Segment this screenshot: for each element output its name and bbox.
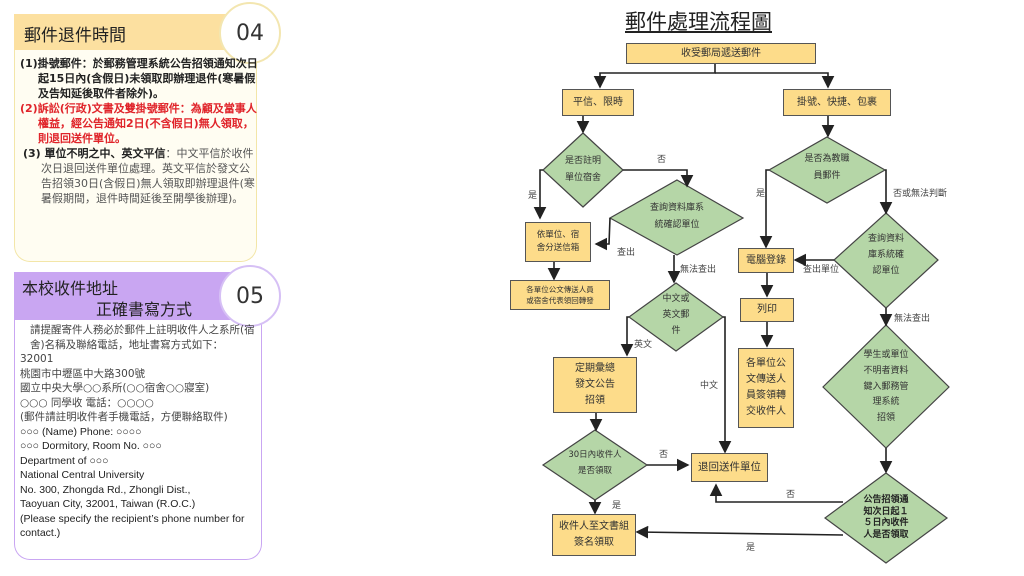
- address-line: 32001: [20, 353, 54, 365]
- rule-1-text: ：於郵務管理系統公告招領通知次日起15日內(含假日)未領取即辦理退件(寒暑假及告…: [38, 57, 258, 100]
- node-d-query1: 查詢資料庫系 統確認單位: [649, 203, 704, 231]
- rule-3: (3) 單位不明之中、英文平信：中文平信於收件次日退回送件單位處理。英文平信於發…: [23, 146, 260, 206]
- section-04-content: (1)掛號郵件：於郵務管理系統公告招領通知次日起15日內(含假日)未領取即辦理退…: [20, 56, 260, 206]
- diamond-staff: [767, 136, 887, 204]
- label-no-30days: 否: [659, 450, 669, 460]
- address-line: National Central University: [20, 469, 145, 481]
- section-04-body: [14, 50, 257, 262]
- label-no-15days: 否: [786, 490, 796, 500]
- node-sign-pickup: 收件人至文書組 簽名領取: [552, 514, 636, 556]
- diamond-15days: [823, 472, 949, 564]
- node-d-marked: 是否註明 單位宿舍: [564, 156, 601, 184]
- rule-3-text: ：中文平信於收件次日退回送件單位處理。英文平信於發文公告招領30日(含假日)無人…: [41, 147, 255, 205]
- label-found: 查出: [617, 248, 636, 258]
- section-04-header: 郵件退件時間: [14, 14, 252, 50]
- node-d-unknown: 學生或單位 不明者資料 鍵入郵務管 理系統 招領: [863, 350, 909, 423]
- label-chinese: 中文: [700, 381, 719, 391]
- rule-2-label: (2)訴訟(行政)文書及雙掛號郵件: [20, 102, 180, 115]
- address-line: No. 300, Zhongda Rd., Zhongli Dist.,: [20, 483, 191, 496]
- node-d-lang: 中文或 英文郵 件: [662, 294, 690, 336]
- address-line: 國立中央大學○○系所(○○宿舍○○寢室): [20, 382, 210, 394]
- address-intro: 請提醒寄件人務必於郵件上註明收件人之系所(宿舍)名稱及聯絡電話，地址書寫方式如下…: [30, 324, 255, 351]
- address-line: ○○○ 同學收 電話：○○○○: [20, 396, 154, 409]
- node-receive: 收受郵局遞送郵件: [626, 43, 816, 64]
- node-d-staff: 是否為教職 員郵件: [804, 154, 850, 182]
- address-line: ○○○ (Name) Phone: ○○○○: [20, 425, 142, 438]
- address-line: 桃園市中壢區中大路300號: [20, 367, 146, 380]
- node-ordinary: 平信、限時: [562, 89, 634, 116]
- rule-1: (1)掛號郵件：於郵務管理系統公告招領通知次日起15日內(含假日)未領取即辦理退…: [20, 56, 260, 101]
- label-no-or-unknown: 否或無法判斷: [893, 189, 948, 199]
- address-line: (郵件請註明收件者手機電話，方便聯絡取件): [20, 411, 228, 423]
- node-d-query2: 查詢資料 庫系統確 認單位: [867, 234, 904, 276]
- node-registered: 掛號、快捷、包裹: [783, 89, 891, 116]
- node-return: 退回送件單位: [691, 453, 768, 482]
- section-05-title-line2: 正確書寫方式: [96, 300, 193, 319]
- node-unit-forward: 各單位公 文傳送人 員簽領轉 交收件人: [738, 348, 794, 428]
- label-yes-30days: 是: [612, 501, 622, 511]
- node-computer-reg: 電腦登錄: [738, 248, 794, 273]
- section-05-content: 請提醒寄件人務必於郵件上註明收件人之系所(宿舍)名稱及聯絡電話，地址書寫方式如下…: [20, 323, 265, 541]
- node-announce: 定期彙總 發文公告 招領: [553, 357, 637, 413]
- label-english: 英文: [634, 340, 653, 350]
- diamond-query1: [608, 179, 745, 256]
- section-04-title: 郵件退件時間: [24, 26, 126, 46]
- section-05-body: [14, 320, 262, 560]
- label-yes: 是: [528, 191, 538, 201]
- label-no: 否: [657, 155, 667, 165]
- node-d-30days: 30日內收件人 是否領取: [568, 450, 622, 477]
- rule-1-label: (1)掛號郵件: [20, 57, 82, 70]
- address-line: ○○○ Dormitory, Room No. ○○○: [20, 440, 162, 452]
- flowchart-title: 郵件處理流程圖: [625, 10, 772, 34]
- rule-2: (2)訴訟(行政)文書及雙掛號郵件：為顧及當事人權益，經公告通知2日(不含假日)…: [20, 101, 260, 146]
- node-print: 列印: [740, 298, 794, 322]
- node-d-15days: 公告招領通 知次日起１ ５日內收件 人是否領取: [863, 495, 909, 541]
- label-found-unit: 查出單位: [803, 265, 840, 275]
- label-not-found-2: 無法查出: [894, 314, 931, 324]
- label-yes-15days: 是: [746, 543, 756, 553]
- section-04-number-badge: 04: [219, 2, 281, 64]
- address-line: Taoyuan City, 32001, Taiwan (R.O.C.): [20, 498, 196, 510]
- node-unit-pickup: 各單位公文傳送人員 或宿舍代表領回轉發: [510, 280, 610, 310]
- label-yes-staff: 是: [756, 189, 766, 199]
- section-05-title-line1: 本校收件地址: [22, 279, 119, 298]
- address-line: (Please specify the recipient’s phone nu…: [20, 512, 245, 540]
- rule-2-text: ：為顧及當事人權益，經公告通知2日(不含假日)無人領取，則退回送件單位。: [38, 102, 257, 145]
- node-sort-mailbox: 依單位、宿 舍分送信箱: [525, 222, 591, 262]
- label-not-found: 無法查出: [680, 265, 717, 275]
- rule-3-label: (3) 單位不明之中、英文平信: [23, 147, 166, 160]
- diamond-marked: [542, 132, 624, 208]
- diamond-lang: [627, 282, 725, 352]
- address-line: Department of ○○○: [20, 454, 109, 467]
- section-05-header: 本校收件地址 正確書寫方式: [14, 272, 252, 320]
- section-05-number-badge: 05: [219, 265, 281, 327]
